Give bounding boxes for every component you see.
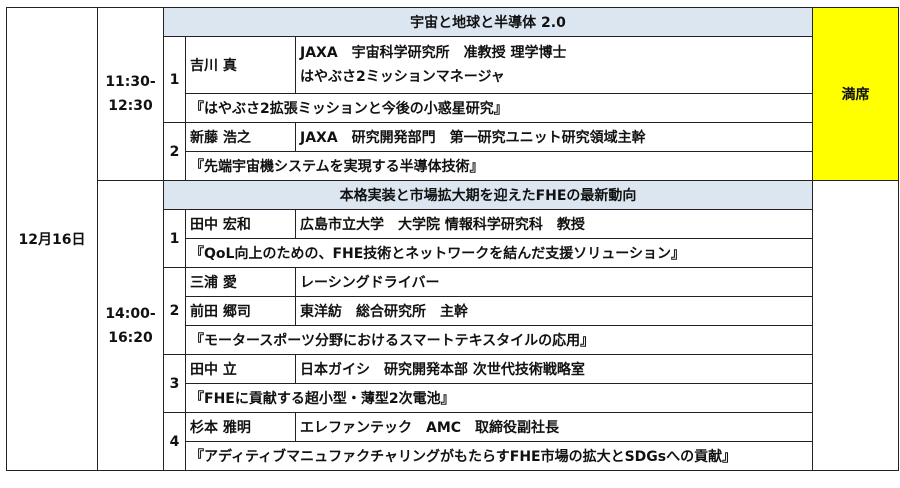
speaker-affiliation: JAXA 宇宙科学研究所 准教授 理学博士はやぶさ2ミッションマネージャ	[294, 36, 814, 94]
session-title: 宇宙と地球と半導体 2.0	[162, 7, 814, 37]
talk-title: 『QoL向上のための、FHE技術とネットワークを結んだ支援ソリューション』	[184, 238, 814, 268]
speaker-name: 杉本 雅明	[185, 412, 296, 442]
speaker-name: 田中 宏和	[185, 209, 296, 239]
speaker-affiliation: 広島市立大学 大学院 情報科学研究科 教授	[294, 209, 814, 239]
speaker-affiliation: JAXA 研究開発部門 第一研究ユニット研究領域主幹	[294, 122, 814, 152]
speaker-affiliation: レーシングドライバー	[294, 267, 814, 297]
speaker-name: 吉川 真	[185, 36, 296, 94]
status-badge: 満席	[812, 7, 900, 181]
speaker-affiliation: 日本ガイシ 研究開発本部 次世代技術戦略室	[294, 354, 814, 384]
session-time: 14:00-16:20	[97, 180, 164, 471]
status-cell-empty	[812, 180, 900, 471]
talk-title: 『はやぶさ2拡張ミッションと今後の小惑星研究』	[184, 93, 814, 123]
talk-title: 『アディティブマニュファクチャリングがもたらすFHE市場の拡大とSDGsへの貢献…	[184, 441, 814, 471]
talk-title: 『モータースポーツ分野におけるスマートテキスタイルの応用』	[184, 325, 814, 355]
speaker-name: 田中 立	[185, 354, 296, 384]
session-time: 11:30-12:30	[97, 7, 164, 181]
date-cell: 12月16日	[6, 7, 98, 471]
talk-number: 1	[163, 209, 186, 268]
speaker-name: 新藤 浩之	[185, 122, 296, 152]
talk-number: 3	[163, 354, 186, 413]
speaker-name: 三浦 愛	[185, 267, 296, 297]
speaker-name: 前田 郷司	[185, 296, 296, 326]
session-title: 本格実装と市場拡大期を迎えたFHEの最新動向	[162, 180, 814, 210]
talk-number: 1	[163, 36, 186, 123]
talk-number: 2	[163, 267, 186, 355]
talk-title: 『先端宇宙機システムを実現する半導体技術』	[184, 151, 814, 181]
talk-number: 4	[163, 412, 186, 471]
speaker-affiliation: 東洋紡 総合研究所 主幹	[294, 296, 814, 326]
talk-number: 2	[163, 122, 186, 181]
speaker-affiliation: エレファンテック AMC 取締役副社長	[294, 412, 814, 442]
seminar-schedule-table: 12月16日 11:30-12:30 宇宙と地球と半導体 2.0 満席 1 吉川…	[6, 7, 900, 471]
talk-title: 『FHEに貢献する超小型・薄型2次電池』	[184, 383, 814, 413]
